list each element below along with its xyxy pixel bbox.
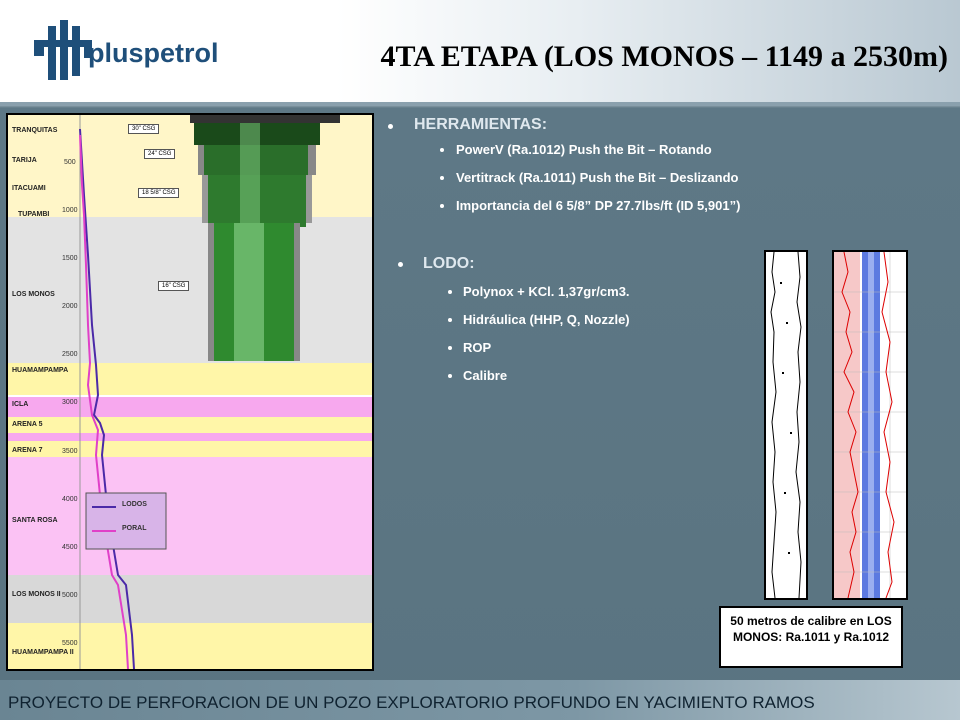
caliper-caption: 50 metros de calibre en LOS MONOS: Ra.10… — [719, 606, 903, 668]
depth-label: 500 — [64, 159, 76, 166]
tool-item: Importancia del 6 5/8” DP 27.7lbs/ft (ID… — [456, 198, 741, 213]
caliper-log-right-svg — [834, 252, 906, 598]
band-santa-rosa — [8, 457, 372, 575]
pluspetrol-logo — [34, 18, 224, 80]
legend-poral: PORAL — [122, 525, 147, 532]
lodos-curve — [79, 128, 135, 669]
depth-label: 1500 — [62, 255, 78, 262]
bullet-dot — [448, 374, 452, 378]
formation-label: HUAMAMPAMPA — [12, 367, 69, 374]
caliper-log-left-svg — [770, 252, 802, 598]
casing-label: 18 5/8" CSG — [138, 188, 180, 198]
bullet-dot — [448, 290, 452, 294]
formation-label: TARIJA — [12, 157, 37, 164]
depth-label: 2500 — [62, 351, 78, 358]
mud-item: Hidráulica (HHP, Q, Nozzle) — [463, 312, 630, 327]
bullet-dot — [398, 262, 403, 267]
bullet-dot — [448, 318, 452, 322]
band-huamampampa-ii — [8, 623, 372, 669]
depth-label: 5500 — [62, 640, 78, 647]
band-mid — [8, 433, 372, 441]
formation-label: ARENA 5 — [12, 421, 43, 428]
band-icla — [8, 397, 372, 417]
bullet-dot — [388, 124, 393, 129]
caliper-log-left — [764, 250, 808, 600]
footer-band — [0, 680, 960, 720]
formation-label: TRANQUITAS — [12, 127, 58, 134]
formation-label: LOS MONOS — [12, 291, 55, 298]
formation-label: ICLA — [12, 401, 29, 408]
depth-label: 4500 — [62, 544, 78, 551]
band-tarija — [8, 153, 372, 181]
formation-label: ARENA 7 — [12, 447, 43, 454]
pluspetrol-logo-icon — [34, 20, 92, 80]
header-band — [0, 0, 960, 106]
footer-text: PROYECTO DE PERFORACION DE UN POZO EXPLO… — [8, 693, 815, 712]
casing-label: 16" CSG — [158, 281, 190, 291]
mud-item: ROP — [463, 340, 492, 355]
logo-text: pluspetrol — [88, 38, 219, 68]
depth-label: 3500 — [62, 448, 78, 455]
band-los-monos — [8, 217, 372, 363]
band-arena5 — [8, 417, 372, 433]
bullet-dot — [440, 204, 444, 208]
depth-label: 5000 — [62, 592, 78, 599]
casing-label: 30" CSG — [128, 124, 160, 134]
bullet-dot — [440, 148, 444, 152]
formation-label: SANTA ROSA — [12, 517, 58, 524]
depth-label: 3000 — [62, 399, 78, 406]
formation-label: LOS MONOS II — [12, 591, 61, 598]
tools-heading: HERRAMIENTAS: — [414, 116, 548, 133]
tool-item: Vertitrack (Ra.1011) Push the Bit – Desl… — [456, 170, 739, 185]
poral-curve — [79, 134, 129, 669]
mud-item: Polynox + KCl. 1,37gr/cm3. — [463, 284, 630, 299]
formation-label: TUPAMBI — [18, 211, 50, 218]
legend-lodos: LODOS — [122, 501, 147, 508]
depth-label: 2000 — [62, 303, 78, 310]
caliper-log-right — [832, 250, 908, 600]
bullet-dot — [440, 176, 444, 180]
formation-label: ITACUAMI — [12, 185, 46, 192]
band-huamampampa — [8, 363, 372, 395]
slide-title: 4TA ETAPA (LOS MONOS – 1149 a 2530m) — [380, 40, 948, 73]
mud-heading: LODO: — [423, 255, 475, 272]
bullet-dot — [448, 346, 452, 350]
depth-label: 1000 — [62, 207, 78, 214]
tool-item: PowerV (Ra.1012) Push the Bit – Rotando — [456, 142, 712, 157]
formation-label: HUAMAMPAMPA II — [12, 649, 74, 656]
mud-item: Calibre — [463, 368, 508, 383]
well-profile-svg — [8, 115, 372, 669]
band-arena7 — [8, 441, 372, 457]
well-profile-chart: TRANQUITAS TARIJA ITACUAMI TUPAMBI LOS M… — [6, 113, 374, 671]
casing-label: 24" CSG — [144, 149, 176, 159]
depth-label: 4000 — [62, 496, 78, 503]
band-los-monos-ii — [8, 575, 372, 623]
header-divider — [0, 102, 960, 106]
